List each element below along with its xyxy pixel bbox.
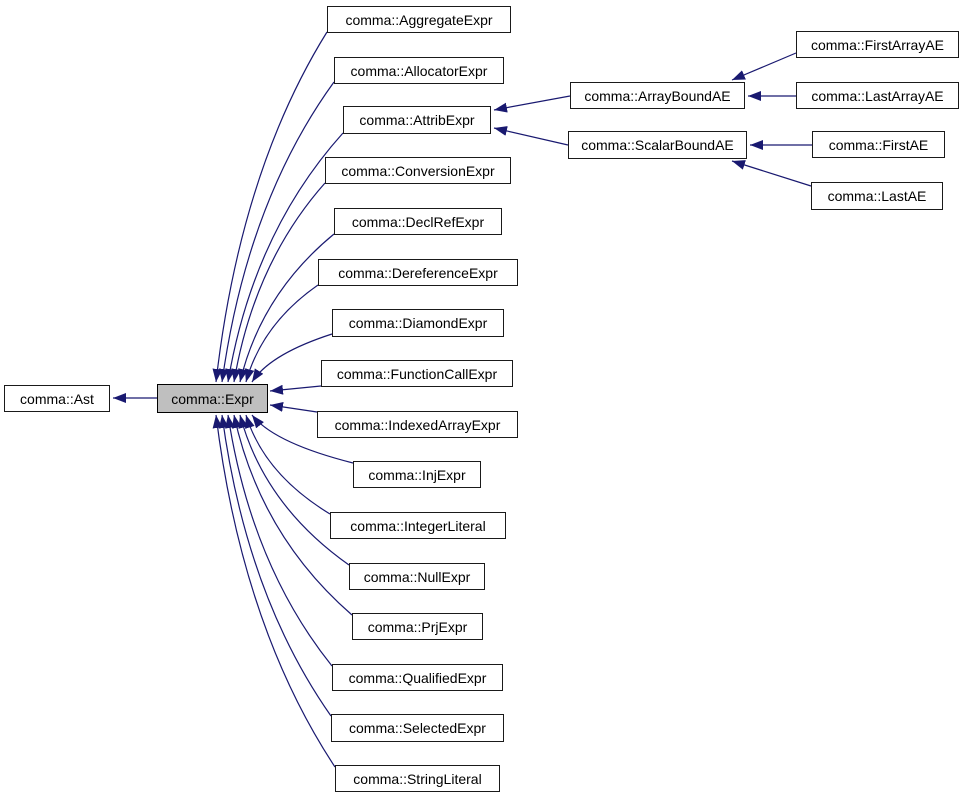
edge-comma-declrefexpr-to-comma-expr (238, 233, 335, 383)
edge-comma-firstarrayae-to-comma-arrayboundae (731, 52, 797, 81)
edge-comma-aggregateexpr-to-comma-expr (212, 31, 328, 383)
edge-comma-integerliteral-to-comma-expr (245, 414, 331, 515)
node-comma-firstae[interactable]: comma::FirstAE (812, 131, 945, 158)
node-comma-injexpr[interactable]: comma::InjExpr (353, 461, 481, 488)
node-comma-lastae[interactable]: comma::LastAE (811, 182, 943, 210)
edge-comma-functioncallexpr-to-comma-expr (269, 384, 322, 395)
edge-comma-nullexpr-to-comma-expr (238, 414, 350, 566)
node-comma-integerliteral[interactable]: comma::IntegerLiteral (330, 512, 506, 539)
node-comma-allocatorexpr[interactable]: comma::AllocatorExpr (334, 57, 504, 84)
node-comma-arrayboundae[interactable]: comma::ArrayBoundAE (570, 82, 745, 109)
node-comma-firstarrayae[interactable]: comma::FirstArrayAE (796, 31, 959, 58)
edge-comma-stringliteral-to-comma-expr (212, 414, 336, 768)
edge-comma-prjexpr-to-comma-expr (231, 414, 353, 616)
node-comma-functioncallexpr[interactable]: comma::FunctionCallExpr (321, 360, 513, 387)
node-comma-dereferenceexpr[interactable]: comma::DereferenceExpr (318, 259, 518, 286)
node-comma-aggregateexpr[interactable]: comma::AggregateExpr (327, 6, 511, 33)
node-comma-ast[interactable]: comma::Ast (4, 385, 110, 412)
edge-comma-injexpr-to-comma-expr (251, 414, 354, 464)
edge-comma-indexedarrayexpr-to-comma-expr (269, 401, 318, 413)
node-comma-qualifiedexpr[interactable]: comma::QualifiedExpr (332, 664, 503, 691)
edge-comma-selectedexpr-to-comma-expr (218, 414, 332, 717)
edge-comma-dereferenceexpr-to-comma-expr (244, 284, 319, 383)
node-comma-indexedarrayexpr[interactable]: comma::IndexedArrayExpr (317, 411, 518, 438)
node-comma-lastarrayae[interactable]: comma::LastArrayAE (796, 82, 959, 109)
node-comma-diamondexpr[interactable]: comma::DiamondExpr (332, 309, 504, 337)
edge-comma-qualifiedexpr-to-comma-expr (225, 414, 333, 667)
edge-comma-attribexpr-to-comma-expr (225, 132, 344, 383)
edge-comma-diamondexpr-to-comma-expr (251, 333, 333, 383)
edge-comma-conversionexpr-to-comma-expr (231, 182, 326, 383)
node-comma-selectedexpr[interactable]: comma::SelectedExpr (331, 714, 504, 742)
node-comma-conversionexpr[interactable]: comma::ConversionExpr (325, 157, 511, 184)
node-comma-scalarboundae[interactable]: comma::ScalarBoundAE (568, 131, 747, 159)
edge-comma-arrayboundae-to-comma-attribexpr (493, 95, 571, 113)
edge-comma-lastae-to-comma-scalarboundae (731, 160, 812, 187)
node-comma-prjexpr[interactable]: comma::PrjExpr (352, 613, 483, 640)
edge-comma-allocatorexpr-to-comma-expr (218, 81, 335, 383)
node-comma-attribexpr[interactable]: comma::AttribExpr (343, 106, 491, 134)
node-comma-expr: comma::Expr (157, 384, 268, 413)
edge-comma-scalarboundae-to-comma-attribexpr (493, 126, 569, 146)
node-comma-declrefexpr[interactable]: comma::DeclRefExpr (334, 208, 502, 235)
node-comma-stringliteral[interactable]: comma::StringLiteral (335, 765, 500, 792)
node-comma-nullexpr[interactable]: comma::NullExpr (349, 563, 485, 590)
